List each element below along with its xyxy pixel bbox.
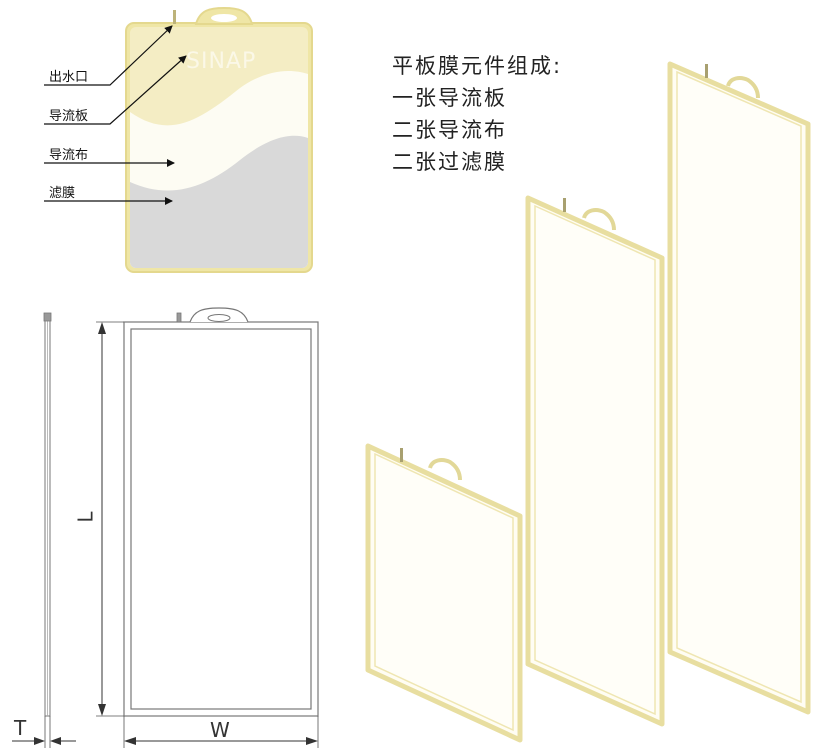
- isometric-panels: [365, 61, 811, 743]
- composition-line-1: 一张导流板: [392, 86, 507, 110]
- membrane-layer-panel: SINAP: [125, 6, 313, 273]
- composition-title: 平板膜元件组成:: [392, 54, 563, 78]
- composition-list: 平板膜元件组成: 一张导流板 二张导流布 二张过滤膜: [392, 50, 562, 178]
- guide-plate-leader: [44, 55, 187, 125]
- composition-line-2: 二张导流布: [392, 118, 507, 142]
- length-label: L: [73, 511, 98, 523]
- label-membrane: 滤膜: [49, 186, 76, 201]
- outlet-pin: [173, 10, 176, 24]
- side-view-pin: [43, 312, 52, 322]
- label-guide-plate: 导流板: [49, 109, 89, 124]
- panel-small: [365, 443, 523, 743]
- outlet-leader: [44, 25, 173, 86]
- membrane-layer: [130, 135, 308, 268]
- panel-handle-hole: [211, 14, 237, 22]
- composition-line-3: 二张过滤膜: [392, 150, 507, 174]
- brand-watermark: SINAP: [186, 49, 256, 74]
- label-guide-cloth: 导流布: [49, 148, 89, 163]
- technical-drawing: [12, 307, 319, 748]
- label-outlet: 出水口: [49, 70, 89, 85]
- front-view-pin: [176, 312, 182, 323]
- callout-leaders: [44, 25, 187, 205]
- panel-large: [667, 61, 811, 715]
- width-label: W: [210, 718, 230, 742]
- thickness-label: T: [14, 716, 27, 740]
- panel-medium: [525, 195, 665, 727]
- front-view-inner: [130, 328, 312, 710]
